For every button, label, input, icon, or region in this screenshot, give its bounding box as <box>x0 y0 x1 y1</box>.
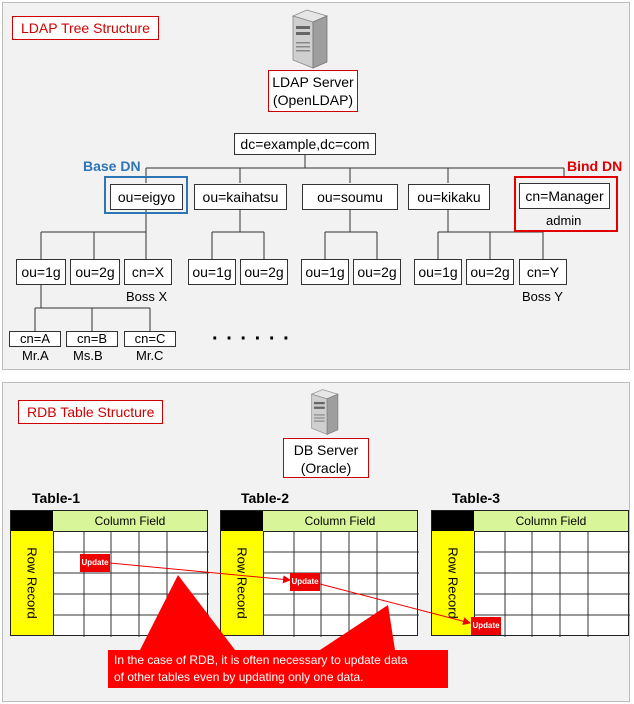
update-cell-table-2[interactable]: Update <box>290 573 320 591</box>
eigyo-ou-1g-node[interactable]: ou=1g <box>16 259 66 285</box>
kikaku-ou-2g-node[interactable]: ou=2g <box>466 259 514 285</box>
table-1-title: Table-1 <box>32 490 80 506</box>
cn-c-node[interactable]: cn=C <box>124 331 176 347</box>
boss-x-caption: Boss X <box>126 289 168 304</box>
table-2-title: Table-2 <box>241 490 289 506</box>
soumu-ou-2g-node[interactable]: ou=2g <box>353 259 401 285</box>
db-server-label: DB Server (Oracle) <box>283 438 369 478</box>
db-server-product: (Oracle) <box>300 460 352 476</box>
callout-wedge <box>320 605 395 650</box>
manager-caption: admin <box>546 213 582 228</box>
boss-y-caption: Boss Y <box>522 289 563 304</box>
rdb-note-callout: In the case of RDB, it is often necessar… <box>108 650 448 688</box>
ou-kaihatsu-node[interactable]: ou=kaihatsu <box>194 184 287 210</box>
ldap-server-product: (OpenLDAP) <box>272 92 354 108</box>
column-field-header: Column Field <box>474 511 628 532</box>
ou-soumu-node[interactable]: ou=soumu <box>302 184 398 210</box>
update-arrow <box>319 583 471 626</box>
cn-a-node[interactable]: cn=A <box>9 331 61 347</box>
root-dn-node[interactable]: dc=example,dc=com <box>234 133 376 155</box>
rdb-section-title: RDB Table Structure <box>18 400 164 424</box>
cn-y-node[interactable]: cn=Y <box>519 259 567 285</box>
ou-kikaku-node[interactable]: ou=kikaku <box>408 184 490 210</box>
rdb-note-line-1: In the case of RDB, it is often necessar… <box>114 653 408 667</box>
column-field-header: Column Field <box>53 511 207 532</box>
row-record-header: Row Record <box>11 531 54 635</box>
bind-dn-highlight <box>514 176 618 232</box>
ldap-section-title: LDAP Tree Structure <box>12 16 159 40</box>
base-dn-label: Base DN <box>83 158 141 174</box>
callout-wedge <box>140 575 235 650</box>
leaf-caption-b: Ms.B <box>73 348 103 363</box>
bind-dn-label: Bind DN <box>567 158 623 174</box>
soumu-ou-1g-node[interactable]: ou=1g <box>301 259 349 285</box>
update-cell-table-1[interactable]: Update <box>80 554 110 572</box>
kaihatsu-ou-1g-node[interactable]: ou=1g <box>188 259 236 285</box>
table-corner <box>11 511 53 531</box>
kikaku-ou-1g-node[interactable]: ou=1g <box>414 259 462 285</box>
kaihatsu-ou-2g-node[interactable]: ou=2g <box>240 259 288 285</box>
cn-b-node[interactable]: cn=B <box>66 331 118 347</box>
db-server-name: DB Server <box>293 442 359 458</box>
cn-x-node[interactable]: cn=X <box>124 259 172 285</box>
ldap-server-label: LDAP Server (OpenLDAP) <box>268 70 358 112</box>
update-cell-table-3[interactable]: Update <box>471 617 501 635</box>
eigyo-ou-2g-node[interactable]: ou=2g <box>70 259 120 285</box>
table-corner <box>432 511 474 531</box>
rdb-note-line-2: of other tables even by updating only on… <box>114 670 364 684</box>
row-record-header: Row Record <box>221 531 264 635</box>
base-dn-highlight <box>104 176 188 214</box>
table-3-title: Table-3 <box>452 490 500 506</box>
server-icon <box>310 389 339 435</box>
cn-manager-node[interactable]: cn=Manager <box>519 183 610 209</box>
tree-ellipsis: · · · · · · <box>212 328 291 350</box>
leaf-caption-a: Mr.A <box>22 348 49 363</box>
leaf-caption-c: Mr.C <box>136 348 164 363</box>
table-corner <box>221 511 263 531</box>
update-arrow <box>109 562 291 584</box>
table-grid <box>263 531 419 637</box>
server-icon <box>291 9 329 69</box>
ldap-server-name: LDAP Server <box>272 74 354 90</box>
ou-eigyo-node[interactable]: ou=eigyo <box>110 184 183 210</box>
column-field-header: Column Field <box>263 511 417 532</box>
table-grid <box>474 531 630 637</box>
